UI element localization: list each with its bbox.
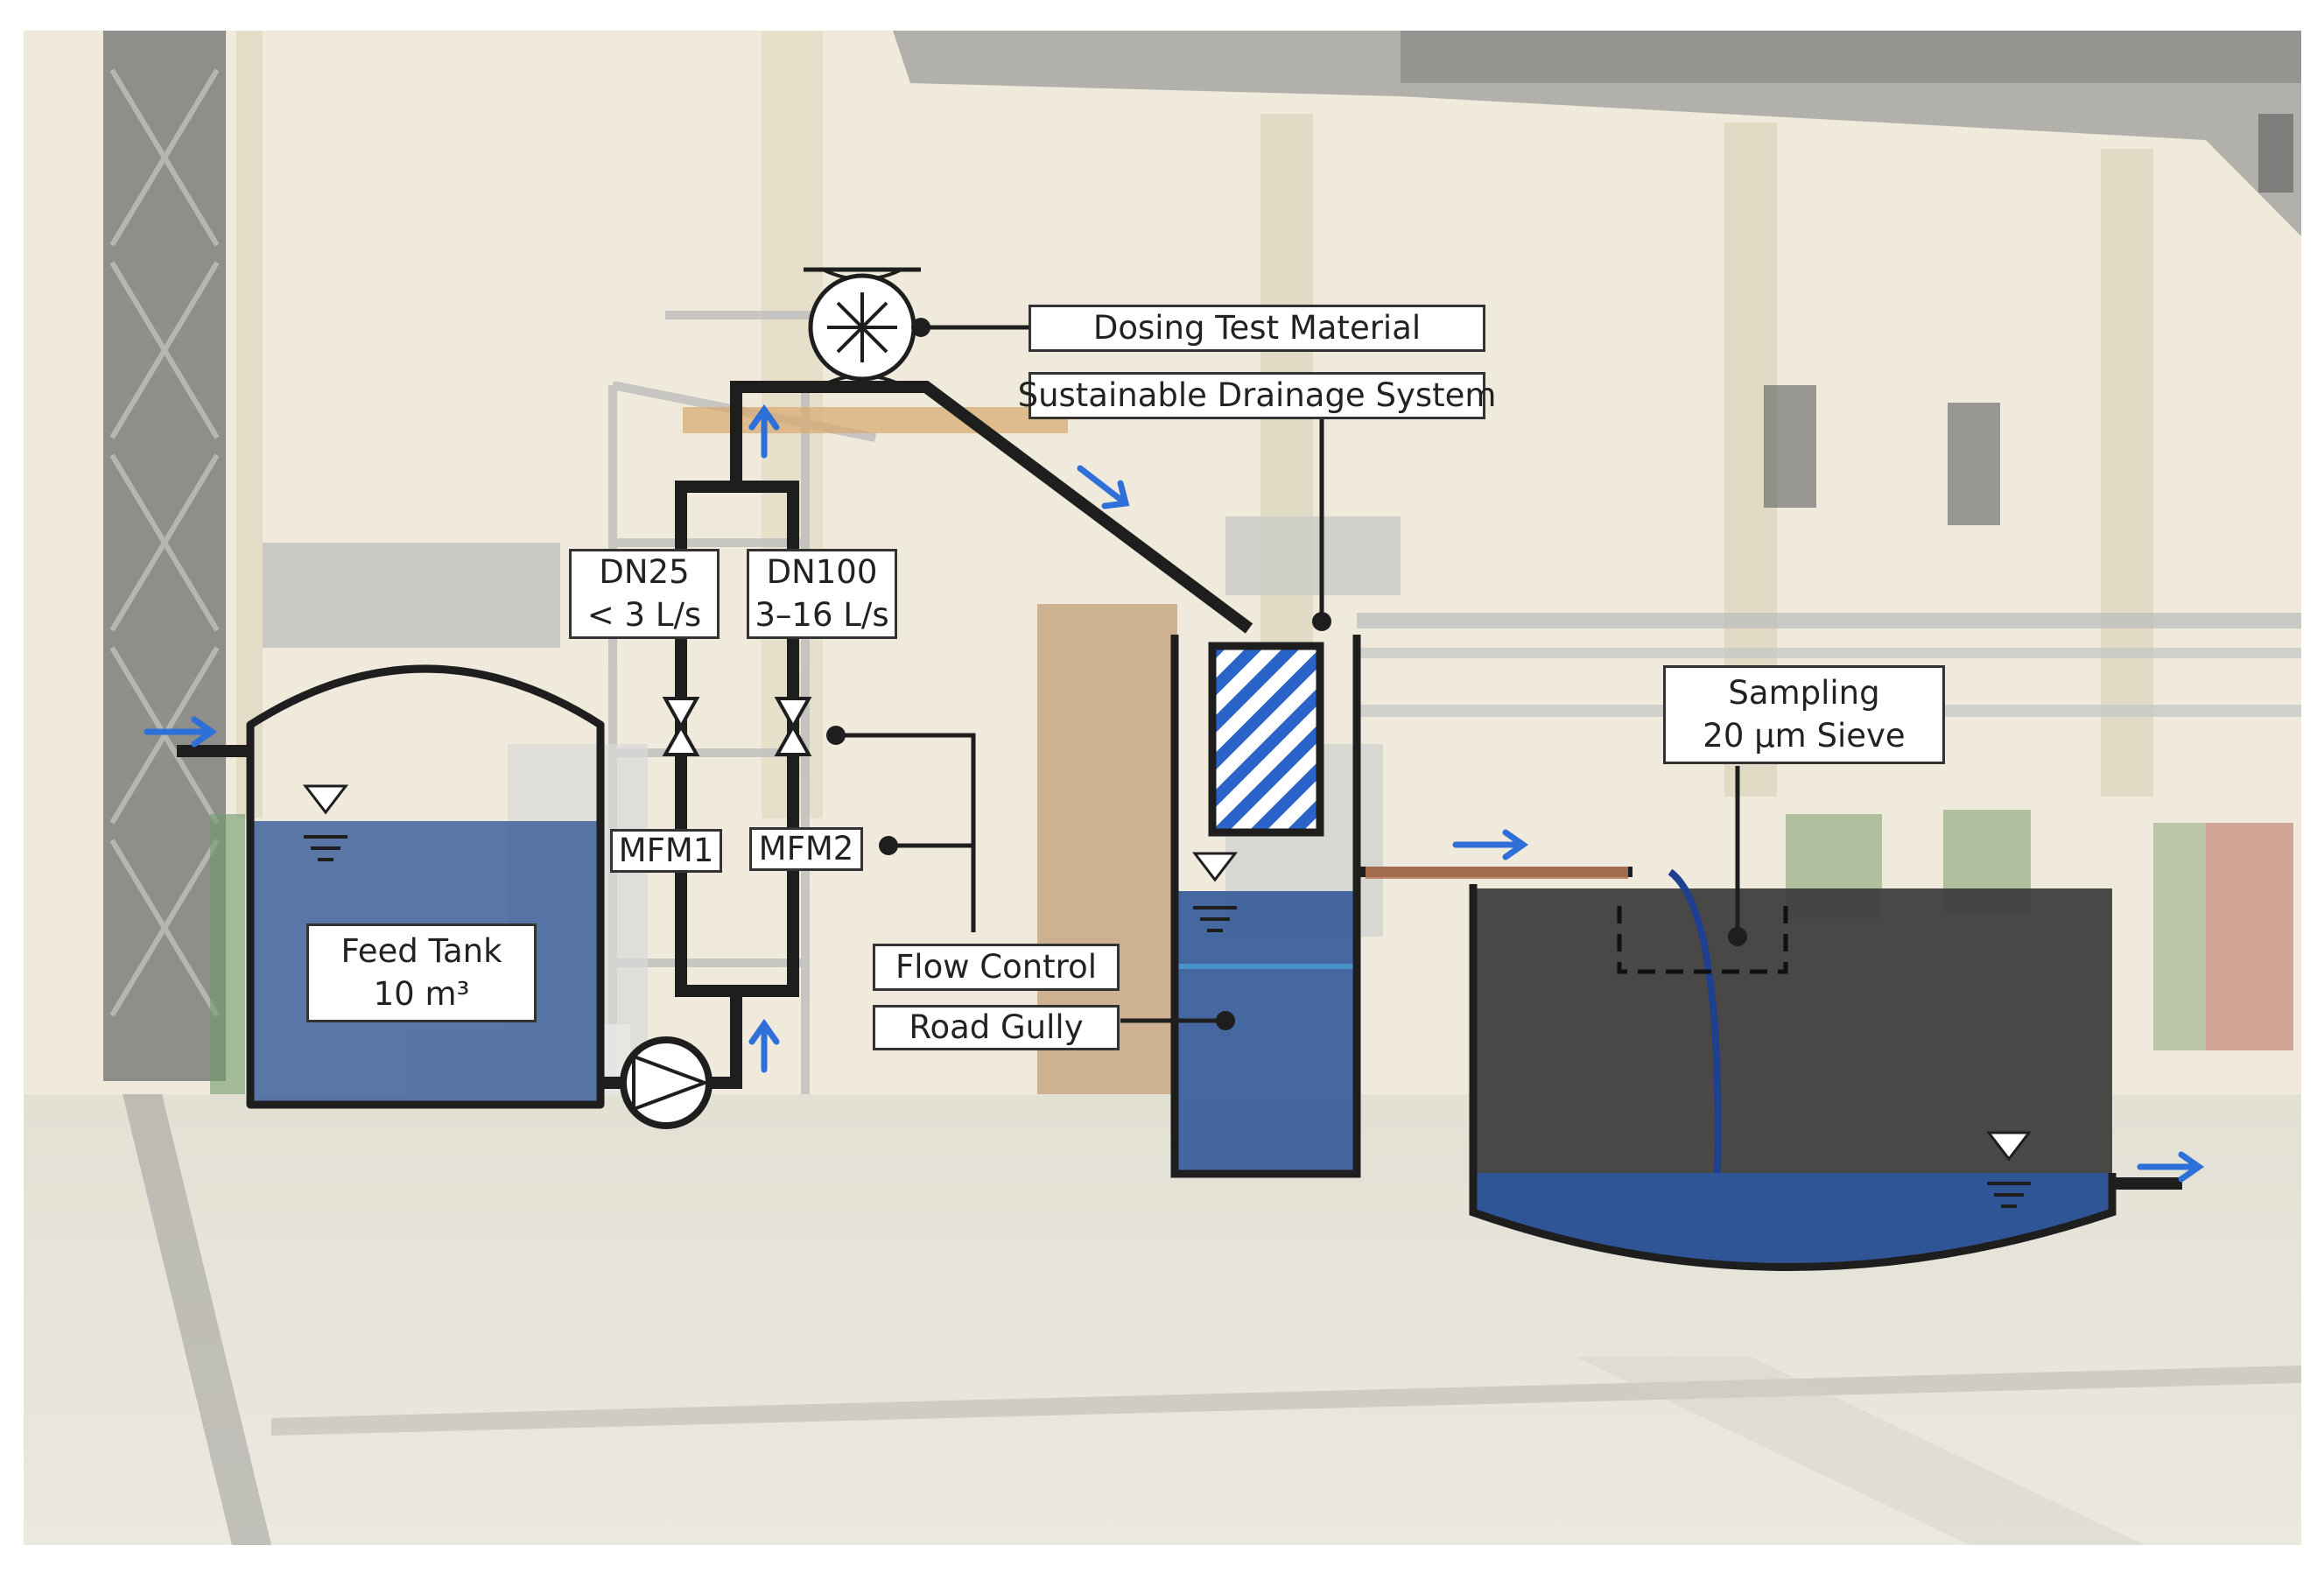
sampling-title: Sampling: [1728, 674, 1880, 713]
water-level-icon: [302, 784, 349, 861]
water-level-icon: [1191, 852, 1239, 932]
dn25-label: DN25 < 3 L/s: [569, 549, 720, 639]
flow-arrow-icon: [1452, 829, 1529, 860]
dosing-pump-icon: [804, 267, 921, 388]
feed-tank-label: Feed Tank 10 m³: [306, 923, 537, 1022]
valve-icon: [662, 697, 700, 756]
mfm1-label: MFM1: [610, 829, 722, 873]
water-level-icon: [1985, 1131, 2033, 1208]
pump-icon: [620, 1036, 713, 1129]
flow-control-label: Flow Control: [873, 944, 1120, 991]
feed-tank-name: Feed Tank: [341, 932, 502, 971]
feed-tank-volume: 10 m³: [373, 974, 470, 1013]
mfm1-text: MFM1: [618, 831, 714, 869]
dn100-label: DN100 3–16 L/s: [747, 549, 897, 639]
dn25-size: DN25: [599, 553, 690, 592]
dn100-size: DN100: [766, 553, 878, 592]
sampling-label: Sampling 20 µm Sieve: [1663, 665, 1945, 764]
suds-label: Sustainable Drainage System: [1018, 372, 1496, 419]
dosing-text: Dosing Test Material: [1092, 308, 1422, 347]
background-photo: [24, 31, 2301, 1545]
flow-arrow-icon: [2137, 1151, 2205, 1183]
mfm2-label: MFM2: [749, 827, 863, 871]
flow-arrow-icon: [1077, 465, 1130, 509]
road-gully-text: Road Gully: [909, 1008, 1084, 1046]
flow-arrow-icon: [748, 404, 780, 459]
flow-arrow-icon: [748, 1018, 780, 1073]
sampling-sieve: 20 µm Sieve: [1703, 716, 1906, 755]
suds-text: Sustainable Drainage System: [1017, 376, 1497, 414]
dosing-label: Dosing Test Material: [1029, 305, 1485, 352]
dn100-flow: 3–16 L/s: [755, 595, 889, 634]
mfm2-text: MFM2: [758, 829, 854, 867]
valve-icon: [774, 697, 812, 756]
sampling-basin: [1366, 867, 2182, 1271]
dn25-flow: < 3 L/s: [586, 595, 702, 634]
road-gully-label: Road Gully: [873, 1005, 1120, 1050]
flow-arrow-icon: [144, 716, 218, 748]
flow-control-text: Flow Control: [895, 947, 1097, 986]
